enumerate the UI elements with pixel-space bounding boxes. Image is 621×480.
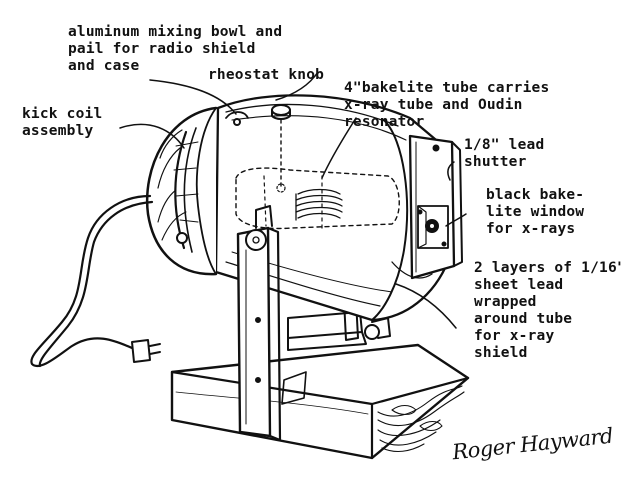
top-strap <box>225 111 249 119</box>
aluminum-drum <box>145 94 454 322</box>
strap-rivet <box>233 118 241 126</box>
power-cord <box>30 194 154 368</box>
wooden-base <box>170 343 470 460</box>
rear-bracket <box>287 299 391 351</box>
label-rheostat-knob: rheostat knob <box>208 67 325 83</box>
label-bakelite-window: black bake- lite window for x-rays <box>486 187 585 237</box>
label-bakelite-tube: 4"bakelite tube carries x-ray tube and O… <box>344 80 550 130</box>
oudin-coil <box>295 188 343 221</box>
plug <box>131 339 161 363</box>
rheostat-knob <box>271 104 291 193</box>
front-support-arm <box>236 205 307 442</box>
label-lead-layers: 2 layers of 1/16" sheet lead wrapped aro… <box>474 260 621 361</box>
bakelite-window <box>417 205 449 249</box>
label-mixing-bowl: aluminum mixing bowl and pail for radio … <box>68 24 283 74</box>
wood-grain <box>175 385 465 453</box>
label-lead-shutter: 1/8" lead shutter <box>464 137 545 170</box>
label-kick-coil: kick coil assembly <box>22 106 103 139</box>
leader-lines <box>119 71 467 329</box>
